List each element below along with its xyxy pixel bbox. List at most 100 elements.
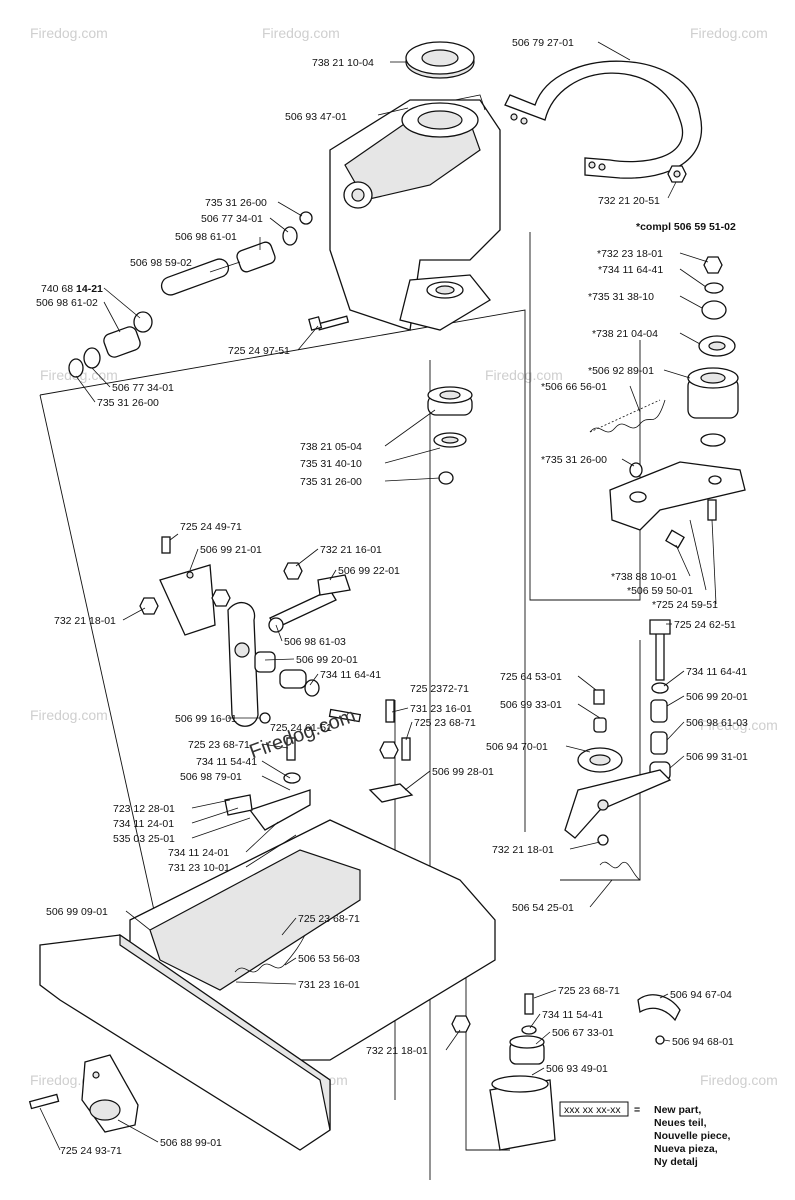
springs <box>234 399 666 973</box>
part-label: 725 23 68-71 <box>298 913 360 925</box>
part-label: 723 12 28-01 <box>113 803 175 815</box>
part-label: 735 31 40-10 <box>300 458 362 470</box>
part-label-compl-number: 506 59 51-02 <box>671 221 736 233</box>
part-label: 725 23 68-71 <box>188 739 250 751</box>
part-label: 506 98 79-01 <box>180 771 242 783</box>
pivot-assembly-left <box>68 211 313 378</box>
part-label: 506 88 99-01 <box>160 1137 222 1149</box>
watermark-text: Firedog.com <box>30 25 108 41</box>
part-label: 734 11 54-41 <box>542 1009 603 1021</box>
part-label: *738 88 10-01 <box>611 571 677 583</box>
steering-housing <box>329 94 501 331</box>
legend: xxx xx xx-xx = New part, Neues teil, Nou… <box>559 1101 731 1168</box>
part-label: 725 2372-71 <box>410 683 469 695</box>
legend-equals: = <box>634 1104 640 1116</box>
part-label: *738 21 04-04 <box>592 328 658 340</box>
part-label: 506 67 33-01 <box>552 1027 614 1039</box>
part-label: 506 77 34-01 <box>201 213 263 225</box>
tank-assembly <box>451 993 681 1151</box>
legend-code: xxx xx xx-xx <box>564 1104 621 1116</box>
part-label: 506 94 70-01 <box>486 741 548 753</box>
part-label-compl-prefix: *compl <box>636 221 671 233</box>
part-label: 735 31 26-00 <box>205 197 267 209</box>
part-label: 732 21 18-01 <box>492 844 554 856</box>
part-label: *732 23 18-01 <box>597 248 663 260</box>
part-label: 506 98 61-01 <box>175 231 237 243</box>
part-label: 725 24 93-71 <box>60 1145 122 1157</box>
part-label: 506 99 33-01 <box>500 699 562 711</box>
part-label: 725 24 49-71 <box>180 521 242 533</box>
part-label: 740 68 14-21 <box>41 283 103 295</box>
part-label: *734 11 64-41 <box>598 264 663 276</box>
part-labels: 738 21 10-04 506 79 27-01 506 93 47-01 7… <box>36 37 748 1157</box>
part-label: 732 21 16-01 <box>320 544 382 556</box>
part-label: 734 11 54-41 <box>196 756 257 768</box>
part-label: 731 23 10-01 <box>168 862 230 874</box>
part-label: 506 53 56-03 <box>298 953 360 965</box>
legend-line: New part, <box>654 1104 701 1116</box>
part-label: 725 24 61-51 <box>270 722 332 734</box>
part-label: 506 98 61-03 <box>686 717 748 729</box>
part-label: 506 94 68-01 <box>672 1036 734 1048</box>
part-label: 725 64 53-01 <box>500 671 562 683</box>
part-label: 506 99 20-01 <box>686 691 748 703</box>
watermark-text: Firedog.com <box>485 367 563 383</box>
part-label: 725 24 62-51 <box>674 619 736 631</box>
part-label: 725 23 68-71 <box>414 717 476 729</box>
part-label: 725 23 68-71 <box>558 985 620 997</box>
legend-line: Nueva pieza, <box>654 1143 718 1155</box>
part-label: 506 99 31-01 <box>686 751 748 763</box>
legend-line: Neues teil, <box>654 1117 707 1129</box>
part-label: 506 54 25-01 <box>512 902 574 914</box>
part-label: *725 24 59-51 <box>652 599 718 611</box>
steering-strap <box>504 60 703 179</box>
part-label: 506 93 49-01 <box>546 1063 608 1075</box>
part-label: 506 77 34-01 <box>112 382 174 394</box>
part-label: 731 23 16-01 <box>298 979 360 991</box>
part-label: 738 21 10-04 <box>312 57 374 69</box>
leader-lines <box>39 41 717 1151</box>
part-label: 506 99 28-01 <box>432 766 494 778</box>
watermark-text: Firedog.com <box>700 717 778 733</box>
part-label: 506 99 21-01 <box>200 544 262 556</box>
part-label: 506 93 47-01 <box>285 111 347 123</box>
legend-line: Nouvelle piece, <box>654 1130 731 1142</box>
part-label: *506 92 89-01 <box>588 365 654 377</box>
part-label: 732 21 18-01 <box>54 615 116 627</box>
nut-small <box>667 165 687 183</box>
watermark-text: Firedog.com <box>700 1072 778 1088</box>
part-label: 506 79 27-01 <box>512 37 574 49</box>
part-label: 506 98 59-02 <box>130 257 192 269</box>
watermark-text: Firedog.com <box>30 707 108 723</box>
part-label: 731 23 16-01 <box>410 703 472 715</box>
lower-bearing-stack <box>427 386 473 485</box>
part-label: 506 99 09-01 <box>46 906 108 918</box>
top-bearing <box>405 41 475 79</box>
part-label-compl: *compl 506 59 51-02 <box>636 221 736 233</box>
watermark-text: Firedog.com <box>262 25 340 41</box>
part-label: *735 31 26-00 <box>541 454 607 466</box>
bolt-housing <box>308 315 350 331</box>
legend-code-box <box>559 1101 629 1117</box>
part-label: 734 11 24-01 <box>168 847 229 859</box>
part-label: 734 11 64-41 <box>686 666 747 678</box>
bracket-cluster-left <box>139 536 362 727</box>
part-label: 735 31 26-00 <box>97 397 159 409</box>
part-label: *735 31 38-10 <box>588 291 654 303</box>
part-label: 732 21 20-51 <box>598 195 660 207</box>
part-label-prefix: 740 68 <box>41 283 76 295</box>
part-label: 506 98 61-03 <box>284 636 346 648</box>
part-label: 734 11 64-41 <box>320 669 381 681</box>
part-label-suffix: 14-21 <box>76 283 103 295</box>
part-label: *506 59 50-01 <box>627 585 693 597</box>
legend-line: Ny detalj <box>654 1156 698 1168</box>
part-label: 735 31 26-00 <box>300 476 362 488</box>
part-label: 738 21 05-04 <box>300 441 362 453</box>
part-label: 506 99 20-01 <box>296 654 358 666</box>
part-label: 506 98 61-02 <box>36 297 98 309</box>
part-label: 506 99 22-01 <box>338 565 400 577</box>
part-label: 725 24 97-51 <box>228 345 290 357</box>
lever-assembly-right <box>564 619 672 846</box>
chassis-frame <box>28 819 496 1151</box>
